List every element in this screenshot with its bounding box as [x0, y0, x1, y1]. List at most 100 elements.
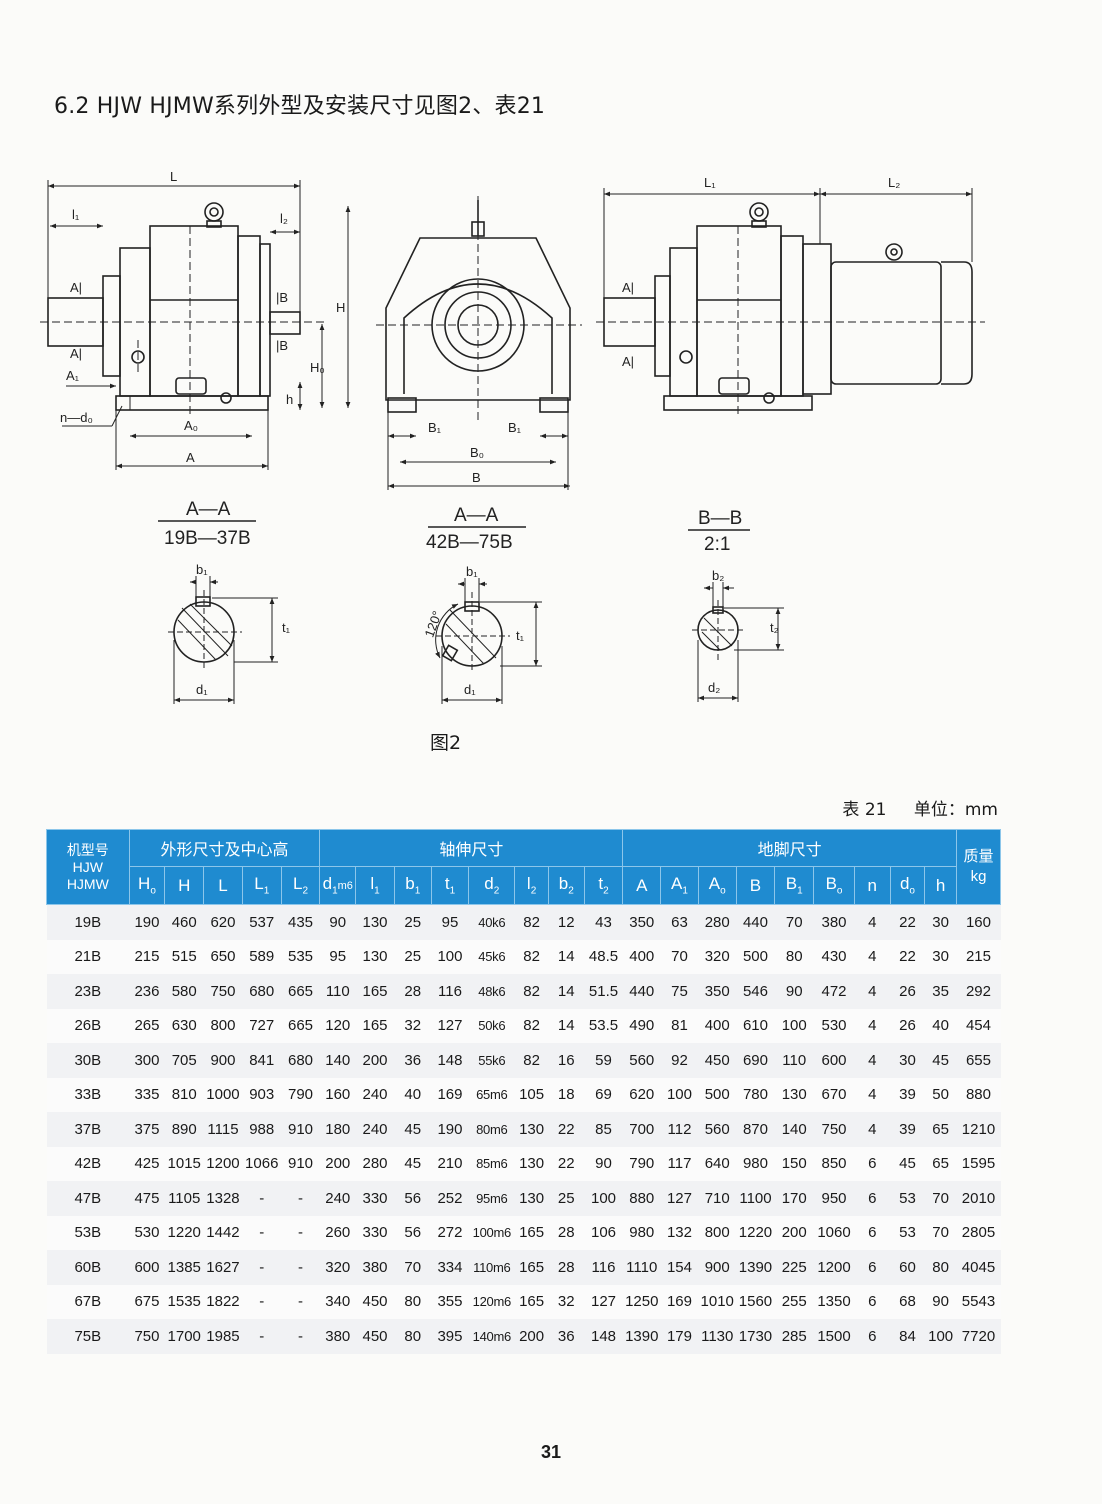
- table-cell: 560: [698, 1112, 737, 1147]
- section2-b: b₁: [466, 564, 478, 579]
- label-A-bottom: A|: [70, 346, 82, 361]
- table-cell: 988: [242, 1112, 282, 1147]
- table-cell: 910: [281, 1146, 320, 1181]
- table-cell: 60B: [46, 1250, 130, 1285]
- table-cell: 82: [514, 904, 549, 940]
- table-cell: 21B: [46, 939, 130, 974]
- table-cell: 300: [129, 1043, 165, 1078]
- table-cell: 530: [813, 1008, 855, 1043]
- table-cell: 82: [514, 1043, 549, 1078]
- table-cell: 560: [622, 1043, 661, 1078]
- table-cell: 90: [774, 974, 814, 1009]
- section2-sub: 42B—75B: [426, 532, 513, 553]
- section1-b: b₁: [196, 562, 208, 577]
- table-cell: -: [281, 1215, 320, 1250]
- table-cell: 160: [956, 904, 1001, 940]
- table-cell: -: [281, 1181, 320, 1216]
- table-cell: 80: [924, 1250, 957, 1285]
- table-cell: 900: [698, 1250, 737, 1285]
- header-col: L2: [280, 866, 321, 905]
- section1-d: d₁: [196, 682, 208, 697]
- table-number: 表 21: [842, 800, 887, 820]
- table-cell: 790: [281, 1077, 320, 1112]
- table-cell: 4045: [956, 1250, 1001, 1285]
- table-cell: 36: [548, 1319, 585, 1354]
- table-cell: 48.5: [584, 939, 623, 974]
- table-cell: -: [242, 1181, 282, 1216]
- table-cell: -: [281, 1284, 320, 1319]
- table-cell: 272: [431, 1215, 469, 1250]
- header-col: t2: [583, 866, 624, 905]
- table-cell: 395: [431, 1319, 469, 1354]
- table-cell: 1328: [203, 1181, 243, 1216]
- table-cell: 80: [774, 939, 814, 974]
- table-cell: 110m6: [468, 1250, 515, 1285]
- table-cell: 800: [698, 1215, 737, 1250]
- table-cell: 40k6: [468, 904, 515, 940]
- table-cell: 127: [431, 1008, 469, 1043]
- dim-L2: L₂: [888, 175, 900, 190]
- table-cell: 169: [431, 1077, 469, 1112]
- table-cell: 165: [514, 1250, 549, 1285]
- table-cell: 330: [355, 1181, 395, 1216]
- table-cell: 30B: [46, 1043, 130, 1078]
- table-cell: 45: [924, 1043, 957, 1078]
- table-cell: 112: [660, 1112, 699, 1147]
- table-cell: 37B: [46, 1112, 130, 1147]
- table-cell: 80: [394, 1319, 432, 1354]
- table-cell: 165: [355, 974, 395, 1009]
- table-cell: 1730: [736, 1319, 775, 1354]
- dim-B1-right: B₁: [508, 420, 522, 435]
- table-cell: 1000: [203, 1077, 243, 1112]
- table-cell: 22: [548, 1112, 585, 1147]
- header-col: Ao: [697, 866, 737, 905]
- table-cell: 59: [584, 1043, 623, 1078]
- table-cell: 165: [514, 1284, 549, 1319]
- section3-b: b₂: [712, 568, 724, 583]
- header-col: l2: [514, 866, 549, 905]
- header-col: d2: [468, 866, 516, 905]
- table-cell: 472: [813, 974, 855, 1009]
- table-cell: 440: [736, 904, 775, 940]
- table-cell: 25: [548, 1181, 585, 1216]
- table-cell: 75B: [46, 1319, 130, 1354]
- table-cell: 880: [956, 1077, 1001, 1112]
- table-cell: 750: [129, 1319, 165, 1354]
- header-col: A1: [660, 866, 699, 905]
- section1-title: A—A: [186, 499, 231, 520]
- table-cell: 655: [956, 1043, 1001, 1078]
- header-group-foot: 地脚尺寸: [622, 829, 957, 867]
- table-cell: 100: [584, 1181, 623, 1216]
- table-cell: 400: [698, 1008, 737, 1043]
- table-cell: 537: [242, 904, 282, 940]
- table-cell: 4: [854, 1008, 891, 1043]
- table-cell: 350: [622, 904, 661, 940]
- table-cell: 25: [394, 939, 432, 974]
- table-cell: 750: [813, 1112, 855, 1147]
- table-cell: 53: [890, 1215, 925, 1250]
- table-cell: 810: [164, 1077, 204, 1112]
- table-cell: 70: [924, 1215, 957, 1250]
- table-cell: 500: [736, 939, 775, 974]
- header-col: Bo: [813, 866, 855, 905]
- table-cell: 670: [813, 1077, 855, 1112]
- table-cell: 110: [319, 974, 356, 1009]
- page-heading: 6.2 HJW HJMW系列外型及安装尺寸见图2、表21: [54, 94, 546, 119]
- table-cell: 80m6: [468, 1112, 515, 1147]
- label-B-bottom: |B: [276, 338, 288, 353]
- table-cell: 475: [129, 1181, 165, 1216]
- header-group-shaft: 轴伸尺寸: [319, 829, 624, 867]
- table-cell: 100m6: [468, 1215, 515, 1250]
- table-cell: 1250: [622, 1284, 661, 1319]
- table-cell: 1100: [736, 1181, 775, 1216]
- table-cell: 40: [394, 1077, 432, 1112]
- table-cell: 240: [355, 1077, 395, 1112]
- table-cell: 620: [203, 904, 243, 940]
- dim-A1: A₁: [66, 368, 80, 383]
- header-col: L: [203, 866, 243, 905]
